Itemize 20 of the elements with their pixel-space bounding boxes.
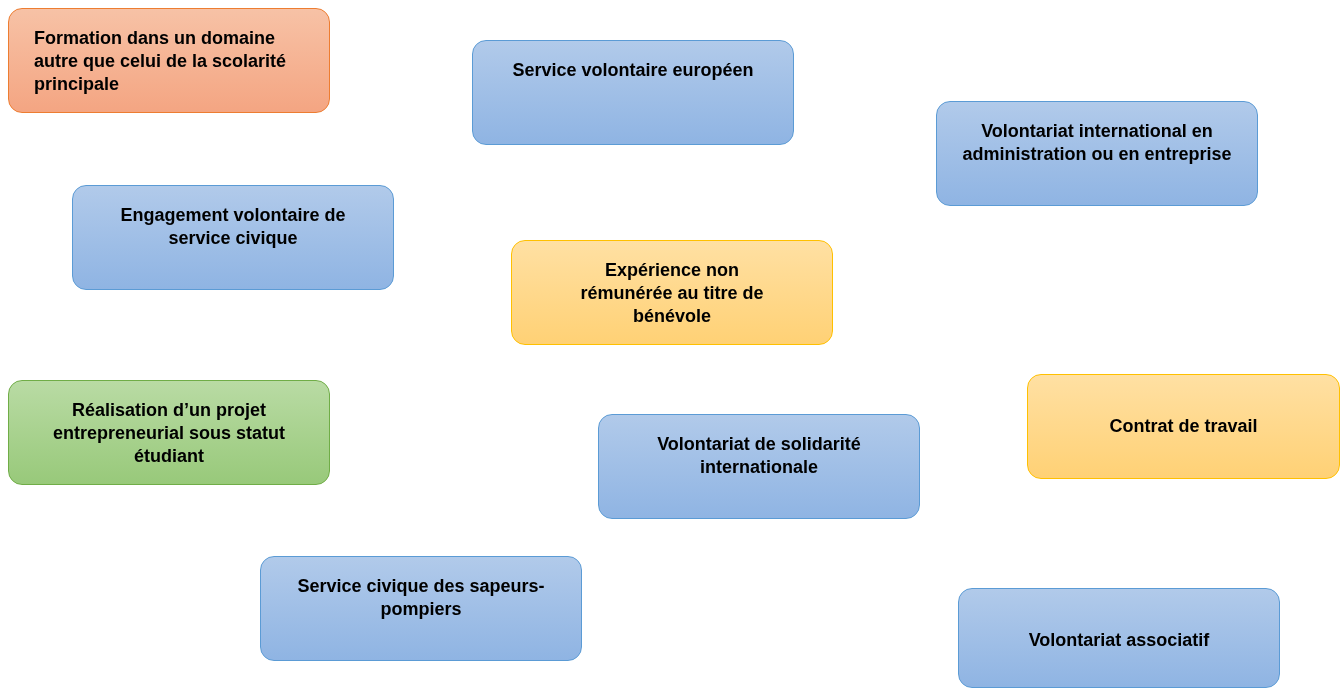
rounded-box xyxy=(958,588,1280,688)
box-text: Service civique des sapeurs-pompiers xyxy=(296,575,546,621)
rounded-box xyxy=(8,380,330,485)
rounded-box xyxy=(8,8,330,113)
rounded-box xyxy=(511,240,833,345)
box-text: Formation dans un domaine autre que celui de la scolarité principale xyxy=(34,27,288,96)
box-text: Volontariat associatif xyxy=(1027,629,1211,652)
rounded-box xyxy=(260,556,582,661)
rounded-box xyxy=(598,414,920,519)
box-text: Volontariat de solidarité internationale xyxy=(656,433,862,479)
box-text: Service volontaire européen xyxy=(511,59,755,82)
rounded-box xyxy=(72,185,394,290)
box-text: Réalisation d’un projet entrepreneurial sous statut étudiant xyxy=(51,399,287,468)
box-text: Expérience non rémunérée au titre de bénévole xyxy=(579,259,765,328)
rounded-box xyxy=(936,101,1258,206)
box-text: Contrat de travail xyxy=(1108,415,1259,438)
box-text: Engagement volontaire de service civique xyxy=(119,204,347,250)
rounded-box xyxy=(1027,374,1340,479)
box-text: Volontariat international en administration ou en entreprise xyxy=(962,120,1232,166)
rounded-box xyxy=(472,40,794,145)
